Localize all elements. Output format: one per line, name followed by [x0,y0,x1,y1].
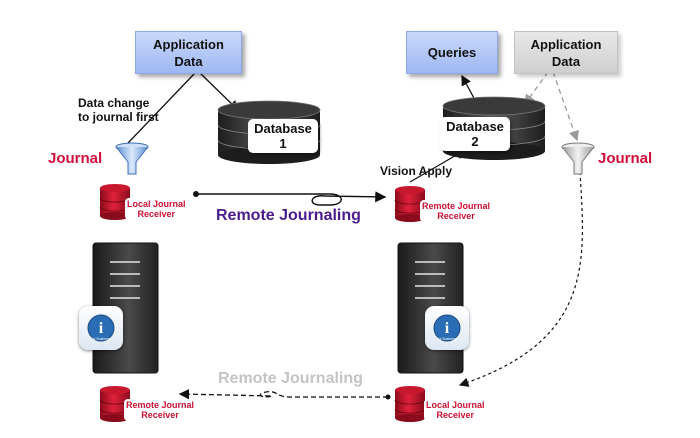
application-data-box-primary: Application Data [135,31,242,74]
receiver-line2: Receiver [137,209,176,219]
receiver-line1: Local Journal [127,199,186,209]
ibm-i-badge-right: i for Business [425,306,469,350]
ibm-i-logo-icon: i for Business [433,314,461,342]
receiver-line1: Remote Journal [126,400,195,410]
receiver-line2: Receiver [141,410,179,420]
funnel-icon-left [115,142,149,175]
data-change-line2: to journal first [78,110,159,124]
queries-box: Queries [406,31,498,74]
journal-label-left: Journal [48,150,103,167]
receiver-line2: Receiver [437,211,475,221]
application-data-line2: Data [174,53,203,69]
remote-journaling-inactive-line [178,388,391,400]
receiver-label-bottom-right: Local Journal Receiver [424,399,487,421]
remote-journaling-active-line [193,191,387,206]
application-data-box-secondary: Application Data [514,31,618,74]
database-1-line2: 1 [279,136,287,151]
journal-label-right: Journal [598,150,653,167]
vision-apply-label: Vision Apply [380,164,453,178]
funnel-icon-right [561,142,595,175]
receiver-label-top-right: Remote Journal Receiver [420,200,493,222]
application-data-line2: Data [551,53,581,69]
database-2-line1: Database [446,119,504,134]
journal-feed-curve [458,171,584,387]
remote-journaling-label-active: Remote Journaling [216,207,361,224]
receiver-line1: Local Journal [426,400,485,410]
receiver-cylinder-bottom-right [394,386,426,422]
database-2-line2: 2 [471,134,479,149]
application-data-line1: Application [530,36,602,52]
ibm-i-caption: for Business [92,337,111,341]
receiver-label-top-left: Local Journal Receiver [125,198,188,220]
receiver-line1: Remote Journal [422,201,491,211]
data-change-line1: Data change [78,96,150,110]
data-change-note: Data change to journal first [78,96,159,124]
database-1-line1: Database [254,121,312,136]
database-1-label: Database 1 [248,119,318,153]
ibm-i-glyph: i [99,320,104,337]
ibm-i-caption: for Business [438,337,457,341]
ibm-i-badge-left: i for Business [79,306,123,350]
remote-journaling-label-inactive: Remote Journaling [218,370,363,387]
ibm-i-logo-icon: i for Business [87,314,115,342]
database-2-label: Database 2 [440,117,510,151]
application-data-line1: Application [153,36,224,52]
receiver-line2: Receiver [436,410,475,420]
receiver-label-bottom-left: Remote Journal Receiver [124,399,197,421]
queries-label: Queries [427,45,477,60]
ibm-i-glyph: i [445,320,450,337]
